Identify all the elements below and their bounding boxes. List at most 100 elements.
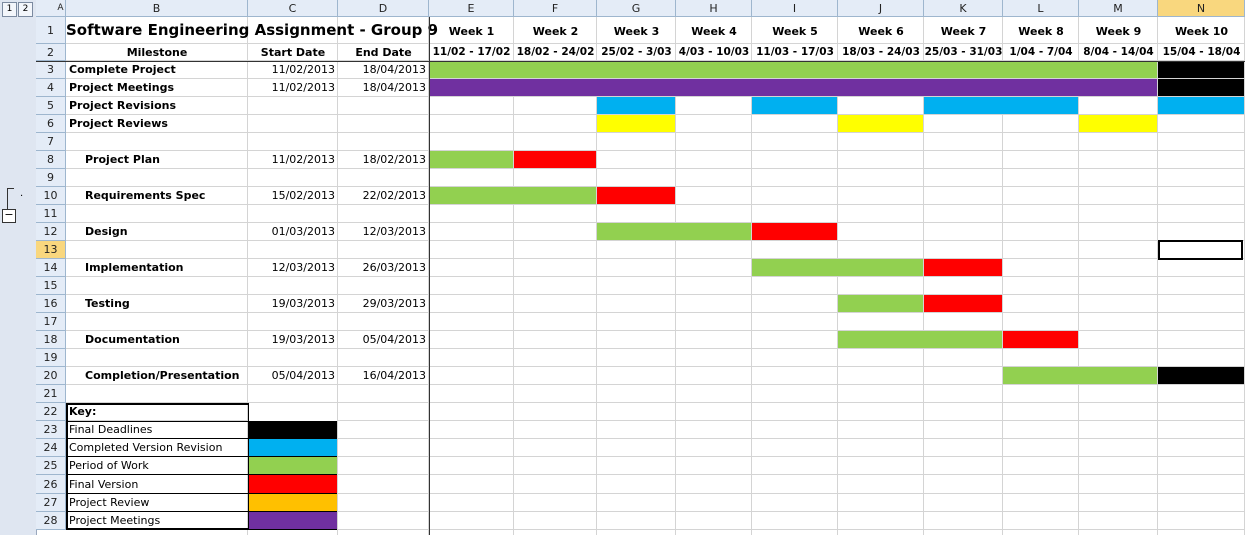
row-header-22[interactable]: 22 [36, 403, 66, 421]
gantt-bar-deadline[interactable] [1158, 367, 1244, 384]
column-header-h[interactable]: H [676, 0, 752, 17]
row-header-9[interactable]: 9 [36, 169, 66, 187]
task-end-date[interactable]: 18/02/2013 [362, 153, 426, 166]
gantt-bar-work[interactable] [838, 295, 923, 312]
task-start-date[interactable]: 11/02/2013 [271, 81, 335, 94]
week-label[interactable]: Week 7 [940, 25, 987, 38]
row-header-24[interactable]: 24 [36, 439, 66, 457]
row-header-12[interactable]: 12 [36, 223, 66, 241]
column-header-c[interactable]: C [248, 0, 338, 17]
task-end-date[interactable]: 29/03/2013 [362, 297, 426, 310]
row-header-5[interactable]: 5 [36, 97, 66, 115]
gantt-bar-final[interactable] [1003, 331, 1078, 348]
row-header-26[interactable]: 26 [36, 475, 66, 494]
task-start-date[interactable]: 19/03/2013 [271, 297, 335, 310]
task-name[interactable]: Project Meetings [69, 81, 175, 94]
row-header-27[interactable]: 27 [36, 494, 66, 512]
task-start-date[interactable] [248, 115, 338, 133]
task-name[interactable]: Documentation [85, 333, 180, 346]
active-cell-n13[interactable] [1158, 240, 1243, 260]
task-name[interactable]: Testing [85, 297, 130, 310]
task-start-date[interactable]: 15/02/2013 [271, 189, 335, 202]
task-name[interactable]: Design [85, 225, 128, 238]
column-header-f[interactable]: F [514, 0, 597, 17]
gantt-bar-final[interactable] [514, 151, 596, 168]
gantt-bar-deadline[interactable] [1158, 79, 1244, 96]
key-item-label[interactable]: Period of Work [69, 459, 149, 472]
start-date-header[interactable]: Start Date [260, 46, 326, 59]
week-label[interactable]: Week 2 [532, 25, 579, 38]
week-range[interactable]: 1/04 - 7/04 [1009, 46, 1073, 58]
task-end-date[interactable]: 18/04/2013 [362, 81, 426, 94]
row-header-21[interactable]: 21 [36, 385, 66, 403]
row-header-13[interactable]: 13 [36, 241, 66, 259]
task-name[interactable]: Completion/Presentation [85, 369, 240, 382]
week-range[interactable]: 25/03 - 31/03 [924, 46, 1003, 58]
key-item-label[interactable]: Completed Version Revision [69, 441, 223, 454]
gantt-bar-final[interactable] [597, 187, 675, 204]
task-name[interactable]: Complete Project [69, 63, 176, 76]
task-end-date[interactable]: 18/04/2013 [362, 63, 426, 76]
sheet-title[interactable]: Software Engineering Assignment - Group … [66, 21, 439, 39]
gantt-bar-revision[interactable] [1158, 97, 1244, 114]
outline-level-1-button[interactable]: 1 [2, 2, 17, 17]
gantt-bar-revision[interactable] [752, 97, 837, 114]
row-header-11[interactable]: 11 [36, 205, 66, 223]
task-start-date[interactable]: 01/03/2013 [271, 225, 335, 238]
milestone-header[interactable]: Milestone [126, 46, 188, 59]
column-header-l[interactable]: L [1003, 0, 1079, 17]
row-header-10[interactable]: 10 [36, 187, 66, 205]
key-item-label[interactable]: Project Review [69, 496, 150, 509]
key-title[interactable]: Key: [69, 405, 97, 418]
task-name[interactable]: Implementation [85, 261, 184, 274]
gantt-bar-meetings[interactable] [429, 79, 1157, 96]
row-header-16[interactable]: 16 [36, 295, 66, 313]
row-header-1[interactable]: 1 [36, 17, 66, 44]
task-end-date[interactable]: 26/03/2013 [362, 261, 426, 274]
gantt-bar-work[interactable] [429, 61, 1157, 78]
row-header-20[interactable]: 20 [36, 367, 66, 385]
gantt-bar-final[interactable] [924, 295, 1002, 312]
week-range[interactable]: 8/04 - 14/04 [1083, 46, 1154, 58]
row-header-2[interactable]: 2 [36, 44, 66, 61]
row-header-25[interactable]: 25 [36, 457, 66, 475]
gantt-bar-review[interactable] [838, 115, 923, 132]
key-item-label[interactable]: Final Deadlines [69, 423, 153, 436]
column-header-d[interactable]: D [338, 0, 429, 17]
column-header-j[interactable]: J [838, 0, 924, 17]
row-header-14[interactable]: 14 [36, 259, 66, 277]
week-label[interactable]: Week 1 [448, 25, 495, 38]
gantt-bar-final[interactable] [752, 223, 837, 240]
week-label[interactable]: Week 3 [613, 25, 660, 38]
row-header-15[interactable]: 15 [36, 277, 66, 295]
column-header-e[interactable]: E [429, 0, 514, 17]
column-header-a[interactable]: A [56, 0, 66, 17]
task-start-date[interactable]: 12/03/2013 [271, 261, 335, 274]
task-name[interactable]: Requirements Spec [85, 189, 206, 202]
column-header-g[interactable]: G [597, 0, 676, 17]
task-start-date[interactable]: 05/04/2013 [271, 369, 335, 382]
task-start-date[interactable]: 11/02/2013 [271, 63, 335, 76]
task-end-date[interactable] [338, 115, 429, 133]
gantt-bar-work[interactable] [838, 331, 1002, 348]
column-header-i[interactable]: I [752, 0, 838, 17]
row-header-17[interactable]: 17 [36, 313, 66, 331]
week-range[interactable]: 18/02 - 24/02 [516, 46, 595, 58]
row-header-3[interactable]: 3 [36, 61, 66, 79]
row-header-28[interactable]: 28 [36, 512, 66, 530]
week-range[interactable]: 11/03 - 17/03 [756, 46, 834, 58]
week-label[interactable]: Week 10 [1174, 25, 1229, 38]
column-header-k[interactable]: K [924, 0, 1003, 17]
column-header-n[interactable]: N [1158, 0, 1245, 17]
task-start-date[interactable]: 11/02/2013 [271, 153, 335, 166]
task-name[interactable]: Project Plan [85, 153, 160, 166]
week-range[interactable]: 4/03 - 10/03 [678, 46, 750, 58]
gantt-bar-work[interactable] [429, 151, 513, 168]
task-start-date[interactable] [248, 97, 338, 115]
task-end-date[interactable]: 12/03/2013 [362, 225, 426, 238]
task-name[interactable]: Project Reviews [69, 117, 168, 130]
gantt-bar-revision[interactable] [597, 97, 675, 114]
task-start-date[interactable]: 19/03/2013 [271, 333, 335, 346]
week-label[interactable]: Week 8 [1018, 25, 1064, 38]
outline-level-2-button[interactable]: 2 [18, 2, 33, 17]
